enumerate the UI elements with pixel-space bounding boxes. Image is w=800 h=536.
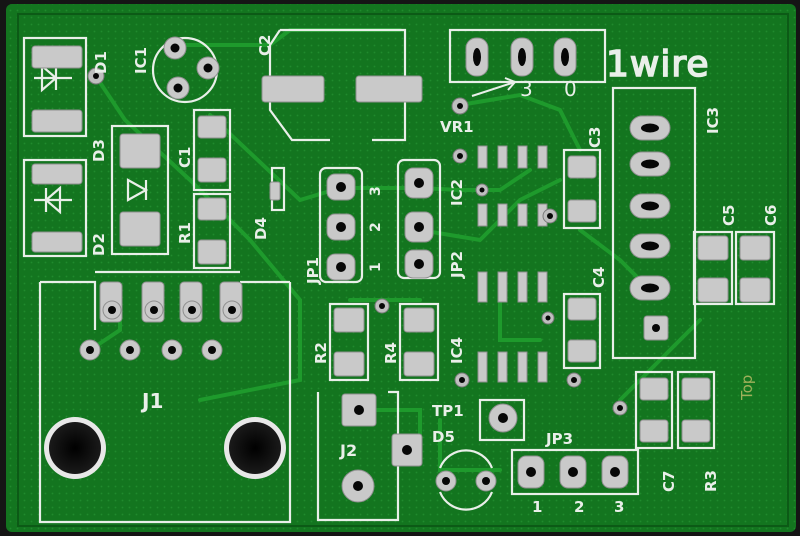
label-c4: C4: [590, 267, 608, 288]
label-c5: C5: [720, 205, 738, 226]
label-j1: J1: [140, 389, 163, 413]
label-c1: C1: [176, 147, 194, 168]
silkscreen-outlines: [22, 28, 776, 524]
diode-symbols: [34, 63, 149, 215]
label-d5: D5: [432, 428, 455, 446]
label-r4: R4: [382, 342, 400, 364]
brand-label: 1wire: [606, 44, 710, 85]
via-holes: [93, 73, 623, 411]
board-outline: [17, 13, 789, 527]
label-c3: C3: [586, 127, 604, 148]
pin-jp3-2: 2: [574, 498, 584, 516]
label-c6: C6: [762, 205, 780, 226]
pin-jp1-3: 3: [368, 186, 384, 196]
mounting-holes: [44, 417, 286, 479]
header-arrow: [471, 77, 517, 97]
label-vr1: VR1: [440, 118, 474, 136]
label-d2: D2: [90, 233, 108, 256]
label-ic3: IC3: [704, 107, 722, 134]
pin-vr1-3: 3: [520, 77, 533, 101]
label-c2: C2: [256, 35, 274, 56]
label-jp1: JP1: [304, 257, 322, 285]
pin-jp3-3: 3: [614, 498, 624, 516]
pin-jp1-1: 1: [368, 262, 384, 272]
label-d4: D4: [252, 217, 270, 240]
traces: [88, 28, 702, 472]
pin-jp3-1: 1: [532, 498, 542, 516]
label-ic2: IC2: [448, 179, 466, 206]
pin-jp1-2: 2: [368, 222, 384, 232]
label-r3: R3: [702, 470, 720, 492]
silkscreen-labels: 1wire D1 IC1 C2 D3 C1 R1 D2 D4 JP1 JP2 V…: [90, 35, 780, 516]
label-ic1: IC1: [132, 47, 150, 74]
label-jp3: JP3: [545, 430, 573, 448]
pin-vr1-0: 0: [564, 77, 577, 101]
label-r2: R2: [312, 342, 330, 364]
label-d1: D1: [92, 51, 110, 74]
label-ic4: IC4: [448, 337, 466, 364]
label-d3: D3: [90, 139, 108, 162]
label-j2: J2: [339, 441, 357, 460]
label-jp2: JP2: [448, 251, 466, 279]
label-top: Top: [738, 375, 756, 401]
label-r1: R1: [176, 222, 194, 244]
drill-holes: [86, 43, 660, 491]
label-tp1: TP1: [432, 402, 464, 420]
label-c7: C7: [660, 471, 678, 492]
